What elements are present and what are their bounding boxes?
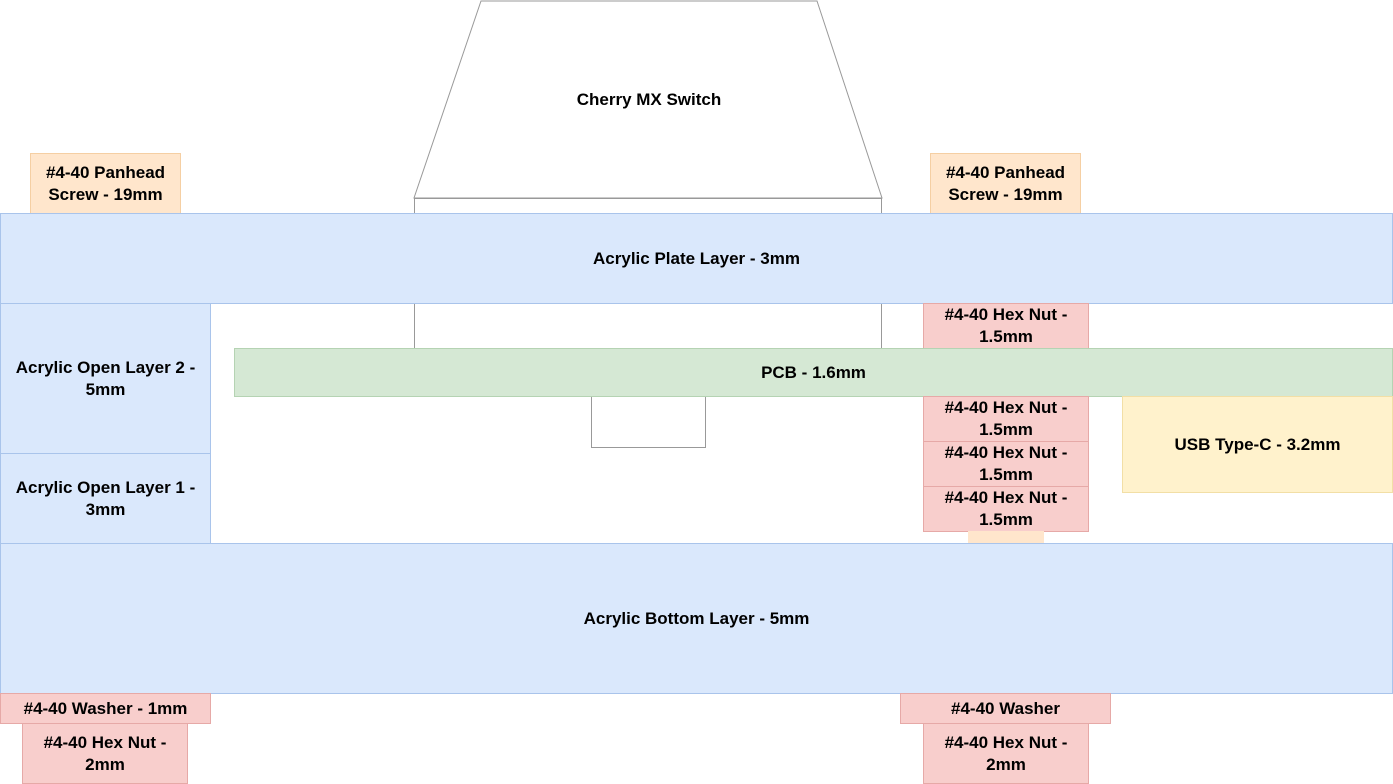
- washer-right-label: #4-40 Washer: [951, 698, 1060, 718]
- screw-left: #4-40 Panhead Screw - 19mm: [30, 153, 181, 214]
- hex-nut-left-bottom-label: #4-40 Hex Nut - 2mm: [43, 732, 167, 774]
- usb-type-c-label: USB Type-C - 3.2mm: [1174, 434, 1341, 454]
- screw-right-label: #4-40 Panhead Screw - 19mm: [945, 162, 1066, 204]
- acrylic-open-layer-1-label: Acrylic Open Layer 1 - 3mm: [15, 477, 196, 519]
- washer-right: #4-40 Washer: [900, 693, 1111, 724]
- hex-nut-left-bottom: #4-40 Hex Nut - 2mm: [22, 723, 188, 784]
- hex-nut-right-bottom-label: #4-40 Hex Nut - 2mm: [944, 732, 1068, 774]
- acrylic-open-layer-2: Acrylic Open Layer 2 - 5mm: [0, 303, 211, 454]
- acrylic-plate-layer: Acrylic Plate Layer - 3mm: [0, 213, 1393, 304]
- switch-stem: [591, 396, 706, 448]
- hex-nut-right-top-label: #4-40 Hex Nut - 1.5mm: [944, 305, 1068, 346]
- pcb-layer: PCB - 1.6mm: [234, 348, 1393, 397]
- acrylic-bottom-layer-label: Acrylic Bottom Layer - 5mm: [583, 608, 810, 628]
- acrylic-open-layer-1: Acrylic Open Layer 1 - 3mm: [0, 453, 211, 544]
- switch-keycap-trapezoid: [413, 0, 883, 199]
- washer-left: #4-40 Washer - 1mm: [0, 693, 211, 724]
- hex-nut-right-mid-2: #4-40 Hex Nut - 1.5mm: [923, 441, 1089, 487]
- switch-housing-body: [414, 303, 882, 349]
- hex-nut-right-mid-2-label: #4-40 Hex Nut - 1.5mm: [944, 443, 1068, 484]
- acrylic-bottom-layer: Acrylic Bottom Layer - 5mm: [0, 543, 1393, 694]
- hex-nut-right-mid-1-label: #4-40 Hex Nut - 1.5mm: [944, 398, 1068, 439]
- acrylic-plate-layer-label: Acrylic Plate Layer - 3mm: [593, 248, 800, 268]
- washer-left-label: #4-40 Washer - 1mm: [23, 698, 188, 718]
- switch-housing-top: [414, 198, 882, 214]
- screw-right: #4-40 Panhead Screw - 19mm: [930, 153, 1081, 214]
- hex-nut-right-top: #4-40 Hex Nut - 1.5mm: [923, 303, 1089, 349]
- screw-left-label: #4-40 Panhead Screw - 19mm: [45, 162, 166, 204]
- acrylic-open-layer-2-label: Acrylic Open Layer 2 - 5mm: [15, 357, 196, 399]
- hex-nut-right-mid-1: #4-40 Hex Nut - 1.5mm: [923, 396, 1089, 442]
- hex-nut-right-mid-3-label: #4-40 Hex Nut - 1.5mm: [944, 488, 1068, 529]
- pcb-layer-label: PCB - 1.6mm: [761, 362, 866, 382]
- hex-nut-right-mid-3: #4-40 Hex Nut - 1.5mm: [923, 486, 1089, 532]
- hex-nut-right-bottom: #4-40 Hex Nut - 2mm: [923, 723, 1089, 784]
- usb-type-c-connector: USB Type-C - 3.2mm: [1122, 396, 1393, 493]
